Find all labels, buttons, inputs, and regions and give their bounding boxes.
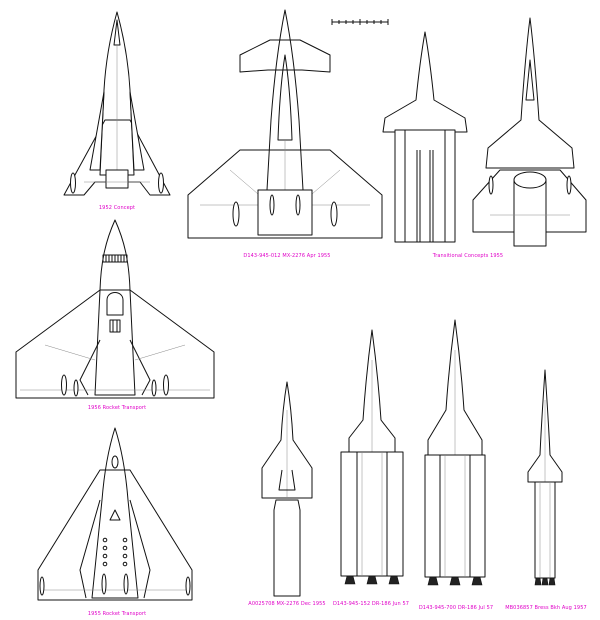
caption-transitional-concepts: Transitional Concepts 1955	[432, 253, 504, 259]
aircraft-d143-945-700	[424, 319, 486, 586]
caption-1956-rocket-transport: 1956 Rocket Transport	[87, 405, 147, 411]
aircraft-1955-rocket-transport	[37, 427, 193, 601]
caption-1952-concept: 1952 Concept	[98, 205, 136, 211]
caption-a0025708: A0025708 MX-2276 Dec 1955	[248, 601, 326, 607]
caption-d143-945-012: D143-945-012 MX-2276 Apr 1955	[243, 253, 331, 259]
caption-mb036857: MB036857 Bress Bkh Aug 1957	[505, 605, 587, 611]
aircraft-transitional-right	[472, 17, 587, 247]
aircraft-d143-945-152	[340, 329, 404, 585]
aircraft-a0025708	[261, 381, 313, 597]
scale-bar	[331, 19, 389, 25]
caption-1955-rocket-transport: 1955 Rocket Transport	[87, 611, 147, 617]
aircraft-1952-concept	[63, 11, 171, 196]
caption-d143-945-700: D143-945-700 DR-186 Jul 57	[418, 605, 494, 611]
aircraft-d143-945-012	[187, 9, 383, 239]
aircraft-mb036857	[527, 369, 563, 586]
aircraft-1956-rocket-transport	[15, 219, 215, 399]
aircraft-transitional-left	[382, 31, 468, 243]
caption-d143-945-152: D143-945-152 DR-186 Jun 57	[332, 601, 410, 607]
